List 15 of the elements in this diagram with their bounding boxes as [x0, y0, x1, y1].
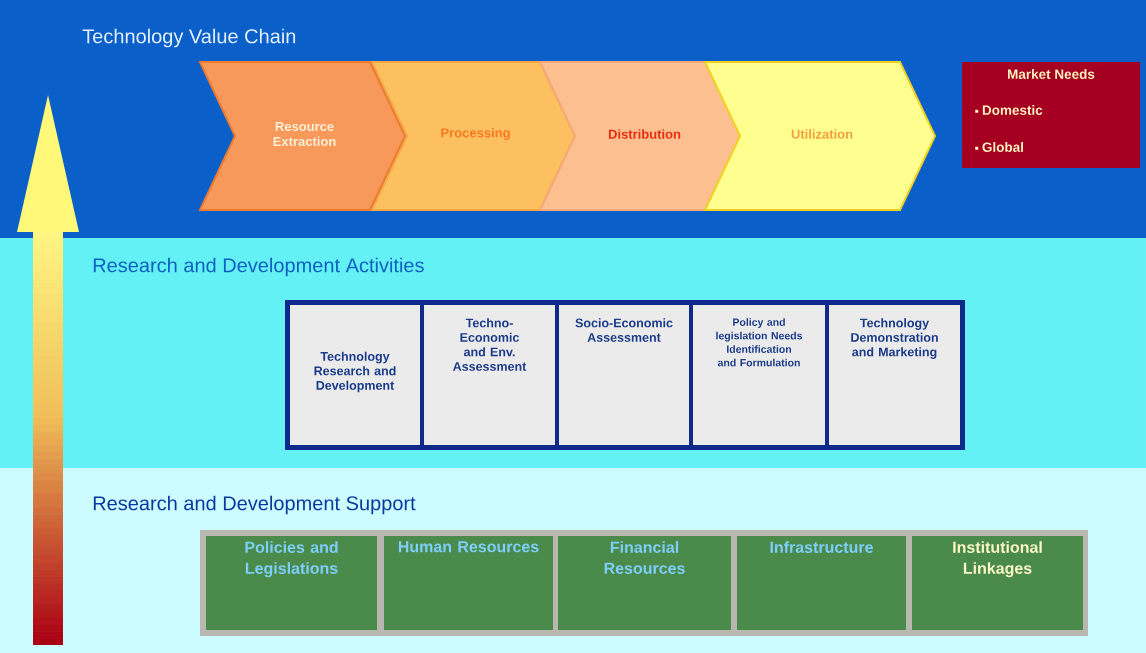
activity-box: Policy and legislation Needs Identification and Formulation: [693, 305, 825, 445]
support-box: Financial Resources: [558, 536, 731, 630]
process-step: Utilization: [703, 61, 937, 211]
activity-box: Technology Demonstration and Marketing: [829, 305, 960, 445]
support-box: Policies and Legislations: [206, 536, 377, 630]
process-step: Resource Extraction: [198, 61, 407, 211]
process-step: Distribution: [538, 61, 747, 211]
activity-box: Techno-Economic and Env. Assessment: [424, 305, 555, 445]
process-step: Processing: [370, 61, 577, 211]
market-needs-box: Market Needs Domestic Global: [962, 62, 1140, 168]
support-box: Human Resources: [384, 536, 553, 630]
activity-box: Technology Research and Development: [290, 305, 420, 445]
support-box: Infrastructure: [737, 536, 906, 630]
support-box: Institutional Linkages: [912, 536, 1083, 630]
activity-box: Socio-Economic Assessment: [559, 305, 689, 445]
